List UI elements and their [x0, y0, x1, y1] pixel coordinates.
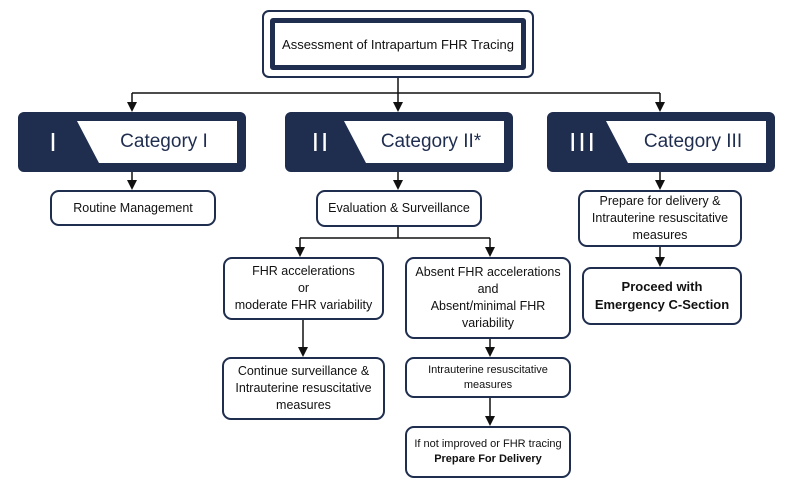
title-inner: Assessment of Intrapartum FHR Tracing [270, 18, 526, 70]
left-condition-line: FHR accelerations [252, 264, 355, 278]
category-3-numeral: III [569, 126, 597, 157]
category-2-numeral: II [311, 126, 331, 157]
right-action-line: Intrauterine resuscitative [428, 363, 548, 376]
category-2-label: Category II* [344, 121, 504, 163]
category-1-numeral: I [49, 126, 59, 157]
evaluation-box: Evaluation & Surveillance [316, 190, 482, 227]
left-action-line: Continue surveillance & [237, 364, 370, 378]
prepare-line: measures [632, 228, 688, 242]
right-condition-line: Absent FHR accelerations [415, 265, 561, 279]
evaluation-text: Evaluation & Surveillance [328, 201, 470, 215]
right-condition-line: Absent/minimal FHR [430, 299, 546, 313]
prepare-delivery-box: If not improved or FHR tracing Prepare F… [405, 426, 571, 478]
left-condition-box: FHR accelerations or moderate FHR variab… [223, 257, 384, 320]
emergency-c-section-box: Proceed with Emergency C-Section [582, 267, 742, 325]
right-condition-line: and [477, 282, 499, 296]
proceed-line: Emergency C-Section [594, 297, 730, 312]
left-action-line: measures [276, 398, 331, 412]
final-condition-text: If not improved or FHR tracing [414, 438, 562, 450]
left-condition-line: or [297, 281, 310, 295]
left-action-box: Continue surveillance & Intrauterine res… [222, 357, 385, 420]
category-3-box: III Category III [547, 112, 775, 172]
right-action-line: measures [463, 378, 513, 391]
right-condition-line: variability [461, 316, 515, 330]
proceed-line: Proceed with [621, 279, 703, 294]
left-action-line: Intrauterine resuscitative [235, 381, 372, 395]
prepare-for-delivery-box: Prepare for delivery & Intrauterine resu… [578, 190, 742, 247]
category-1-label: Category I [77, 121, 237, 163]
category-2-box: II Category II* [285, 112, 513, 172]
routine-management-text: Routine Management [73, 200, 193, 215]
prepare-line: Prepare for delivery & [599, 194, 721, 208]
page-title: Assessment of Intrapartum FHR Tracing [282, 36, 514, 52]
category-1-box: I Category I [18, 112, 246, 172]
left-condition-line: moderate FHR variability [234, 298, 373, 312]
title-box: Assessment of Intrapartum FHR Tracing [262, 10, 534, 78]
right-condition-box: Absent FHR accelerations and Absent/mini… [405, 257, 571, 339]
prepare-line: Intrauterine resuscitative [591, 211, 729, 225]
right-action-box: Intrauterine resuscitative measures [405, 357, 571, 398]
category-3-label: Category III [606, 121, 766, 163]
prepare-delivery-text: Prepare For Delivery [434, 453, 542, 465]
routine-management-box: Routine Management [50, 190, 216, 226]
